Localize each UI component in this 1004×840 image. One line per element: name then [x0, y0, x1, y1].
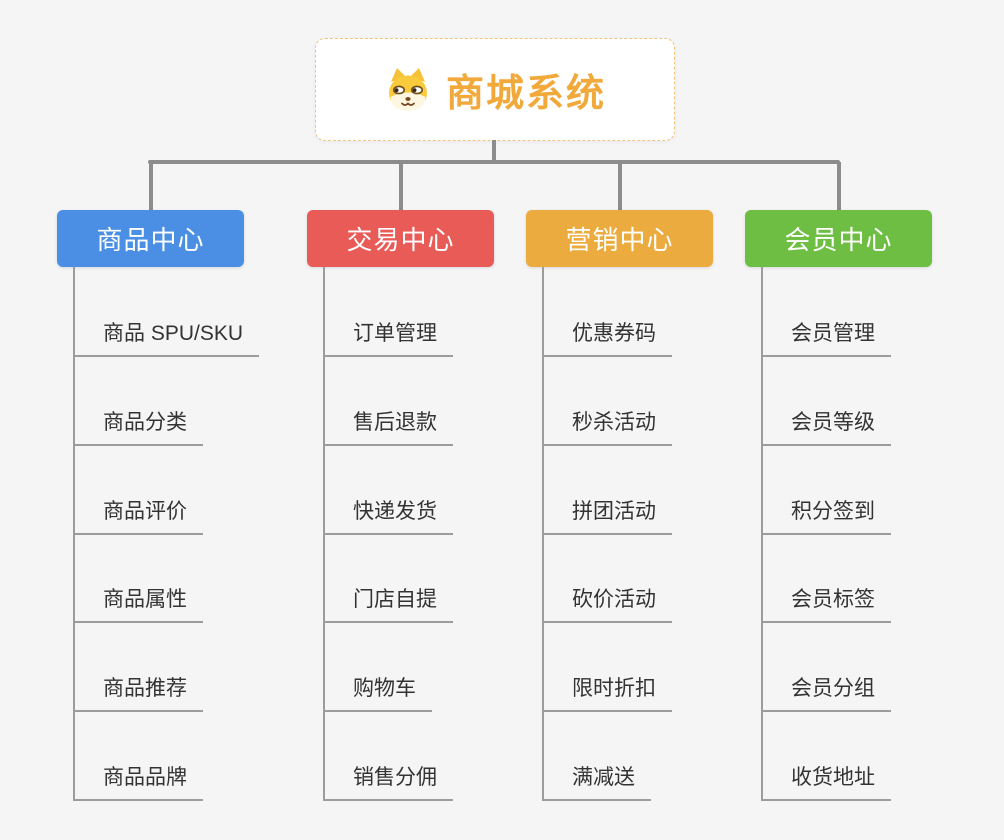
leaf-node[interactable]: 商品属性 — [73, 587, 203, 623]
leaf-node[interactable]: 商品品牌 — [73, 765, 203, 801]
leaf-node[interactable]: 满减送 — [542, 765, 651, 801]
root-title: 商城系统 — [445, 73, 606, 115]
leaf-node[interactable]: 会员分组 — [761, 676, 891, 712]
leaf-node[interactable]: 售后退款 — [323, 410, 453, 446]
leaf-node[interactable]: 商品分类 — [73, 410, 203, 446]
leaf-node[interactable]: 订单管理 — [323, 321, 453, 357]
leaf-node[interactable]: 拼团活动 — [542, 499, 672, 535]
branch-header-4[interactable]: 会员中心 — [745, 210, 932, 267]
leaf-node[interactable]: 销售分佣 — [323, 765, 453, 801]
leaf-node[interactable]: 购物车 — [323, 676, 432, 712]
leaf-node[interactable]: 限时折扣 — [542, 676, 672, 712]
branch-header-2[interactable]: 交易中心 — [307, 210, 494, 267]
leaf-node[interactable]: 砍价活动 — [542, 587, 672, 623]
leaf-node[interactable]: 积分签到 — [761, 499, 891, 535]
leaf-node[interactable]: 商品推荐 — [73, 676, 203, 712]
branch-header-1[interactable]: 商品中心 — [57, 210, 244, 267]
leaf-node[interactable]: 优惠券码 — [542, 321, 672, 357]
connector-bus — [148, 160, 840, 164]
connector-branch-drop — [617, 162, 622, 211]
connector-root-stub — [492, 140, 496, 163]
leaf-node[interactable]: 秒杀活动 — [542, 410, 672, 446]
connector-branch-drop — [836, 162, 841, 211]
leaf-node[interactable]: 会员管理 — [761, 321, 891, 357]
connector-branch-drop — [148, 162, 153, 211]
shiba-dog-icon — [384, 66, 432, 114]
leaf-node[interactable]: 门店自提 — [323, 587, 453, 623]
root-node[interactable]: 商城系统 — [315, 38, 675, 141]
leaf-node[interactable]: 会员标签 — [761, 587, 891, 623]
leaf-node[interactable]: 会员等级 — [761, 410, 891, 446]
leaf-node[interactable]: 商品评价 — [73, 499, 203, 535]
branch-header-3[interactable]: 营销中心 — [526, 210, 713, 267]
leaf-node[interactable]: 商品 SPU/SKU — [73, 321, 260, 357]
leaf-node[interactable]: 收货地址 — [761, 765, 891, 801]
connector-branch-drop — [398, 162, 403, 211]
leaf-node[interactable]: 快递发货 — [323, 499, 453, 535]
